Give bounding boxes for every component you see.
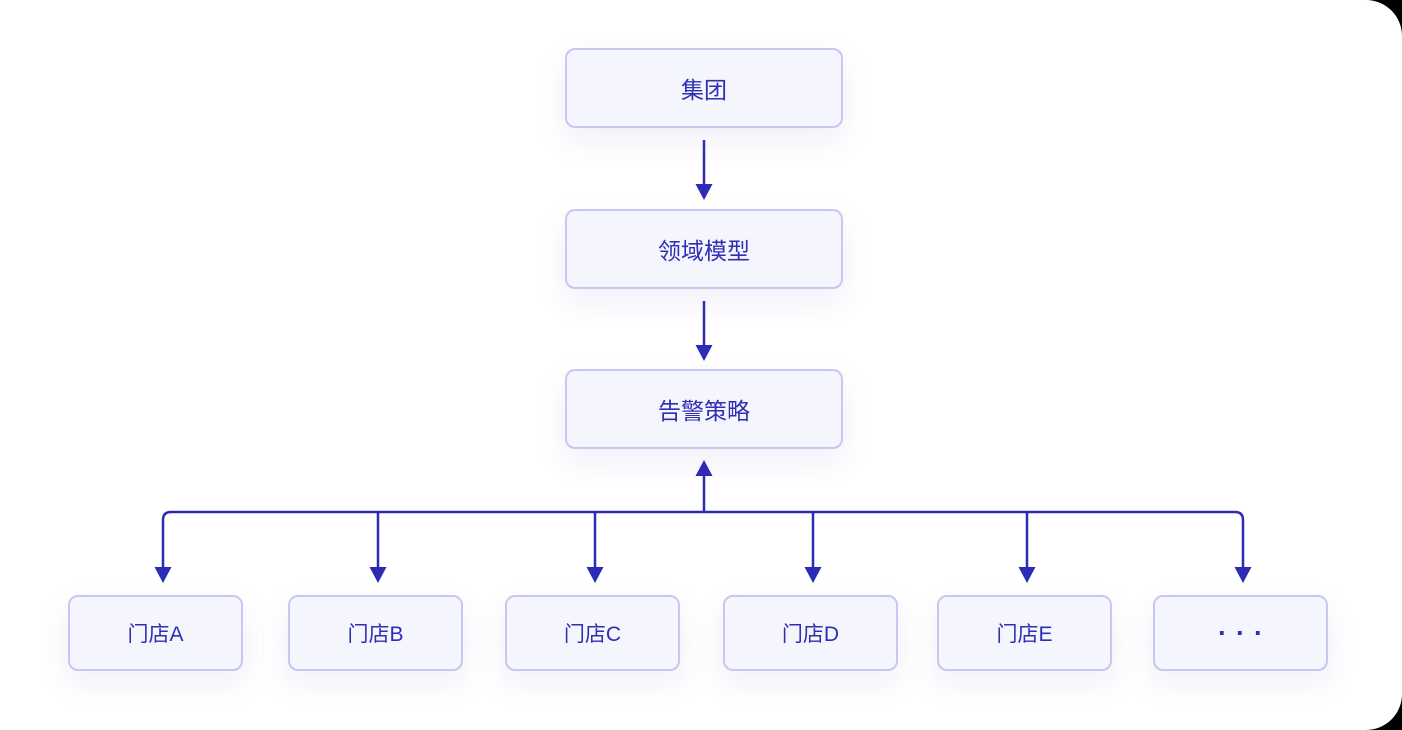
arrow-down-icon [586, 567, 604, 583]
arrow-down-icon [1018, 567, 1036, 583]
arrow-down-icon [695, 184, 713, 200]
node-alert-strategy: 告警策略 [565, 369, 843, 449]
node-store-more-label: ··· [1218, 617, 1272, 648]
arrow-down-icon [695, 345, 713, 361]
trunk-line [161, 510, 1245, 569]
node-group-label: 集团 [681, 77, 727, 103]
arrow-up-icon [695, 460, 713, 476]
node-store-a-label: 门店A [127, 623, 184, 646]
node-store-c: 门店C [505, 595, 680, 671]
node-store-a: 门店A [68, 595, 243, 671]
arrow-down-icon [154, 567, 172, 583]
arrow-down-icon [369, 567, 387, 583]
node-alert-strategy-label: 告警策略 [658, 398, 750, 424]
node-store-d: 门店D [723, 595, 898, 671]
node-domain-model: 领域模型 [565, 209, 843, 289]
node-store-e-label: 门店E [996, 623, 1053, 646]
node-group: 集团 [565, 48, 843, 128]
arrow-down-icon [804, 567, 822, 583]
node-store-b-label: 门店B [347, 623, 404, 646]
node-store-e: 门店E [937, 595, 1112, 671]
arrow-down-icon [1234, 567, 1252, 583]
node-store-b: 门店B [288, 595, 463, 671]
node-store-c-label: 门店C [563, 623, 622, 646]
node-store-d-label: 门店D [781, 623, 840, 646]
node-domain-model-label: 领域模型 [658, 238, 750, 264]
node-store-more: ··· [1153, 595, 1328, 671]
